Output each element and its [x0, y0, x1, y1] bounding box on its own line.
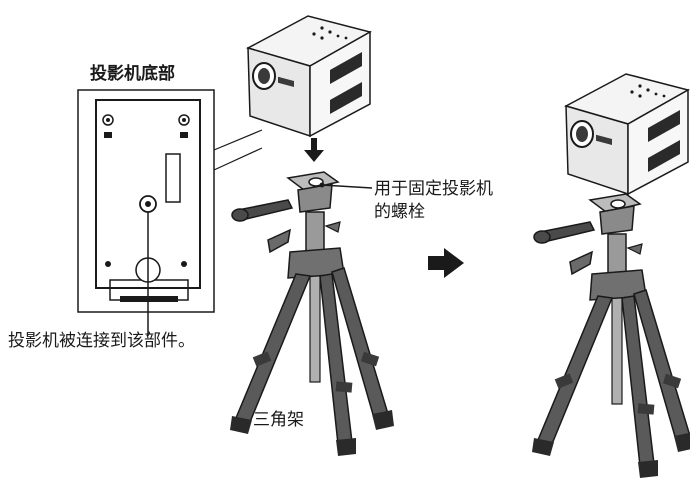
connect-note-label: 投影机被连接到该部件。 — [8, 331, 195, 351]
tripod-label: 三角架 — [253, 410, 304, 430]
screw-label-line2: 的螺栓 — [374, 202, 425, 222]
projector-bottom-label: 投影机底部 — [90, 64, 175, 84]
projector-icon — [247, 15, 371, 137]
projector-icon — [565, 73, 689, 195]
tripod-icon — [531, 193, 690, 479]
projector-bottom-panel — [77, 89, 263, 336]
down-arrow-icon — [304, 138, 324, 162]
right-arrow-icon — [428, 248, 464, 278]
screw-label-line1: 用于固定投影机 — [374, 179, 493, 199]
screw-pointer-line — [321, 184, 373, 189]
